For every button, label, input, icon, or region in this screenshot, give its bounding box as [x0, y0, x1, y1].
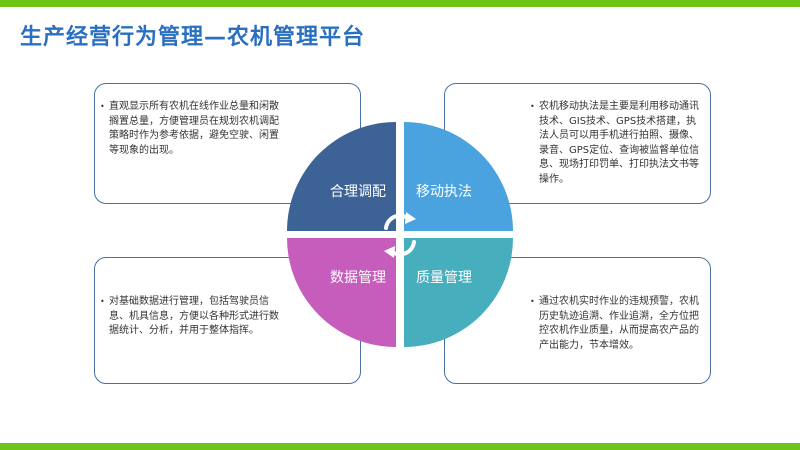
bullet-icon: •	[100, 297, 105, 306]
info-text-bottom-right: 通过农机实时作业的违规预警，农机历史轨迹追溯、作业追溯，全方位把控农机作业质量，…	[539, 296, 699, 351]
quadrant-label-bottom-right: 质量管理	[416, 270, 472, 286]
info-text-top-right: 农机移动执法是主要是利用移动通讯技术、GIS技术、GPS技术搭建，执法人员可以用…	[539, 101, 700, 185]
quadrant-label-bottom-left: 数据管理	[330, 270, 386, 286]
quadrant-bottom-left	[287, 238, 396, 347]
bullet-icon: •	[100, 102, 105, 111]
quadrant-top-right	[404, 122, 513, 231]
quadrant-label-top-right: 移动执法	[416, 184, 472, 200]
bullet-icon: •	[530, 297, 535, 306]
page-title: 生产经营行为管理—农机管理平台	[20, 25, 366, 50]
quadrant-top-left	[287, 122, 396, 231]
top-accent-bar	[0, 0, 800, 7]
bullet-icon: •	[530, 102, 535, 111]
info-text-bottom-left: 对基础数据进行管理，包括驾驶员信息、机具信息，方便以各种形式进行数据统计、分析，…	[109, 296, 279, 336]
info-text-top-left: 直观显示所有农机在线作业总量和闲散搁置总量，方便管理员在规划农机调配策略时作为参…	[109, 101, 279, 156]
quadrant-bottom-right	[404, 238, 513, 347]
bottom-accent-bar	[0, 443, 800, 450]
quadrant-label-top-left: 合理调配	[330, 184, 386, 200]
cycle-arrows-icon	[384, 212, 416, 258]
